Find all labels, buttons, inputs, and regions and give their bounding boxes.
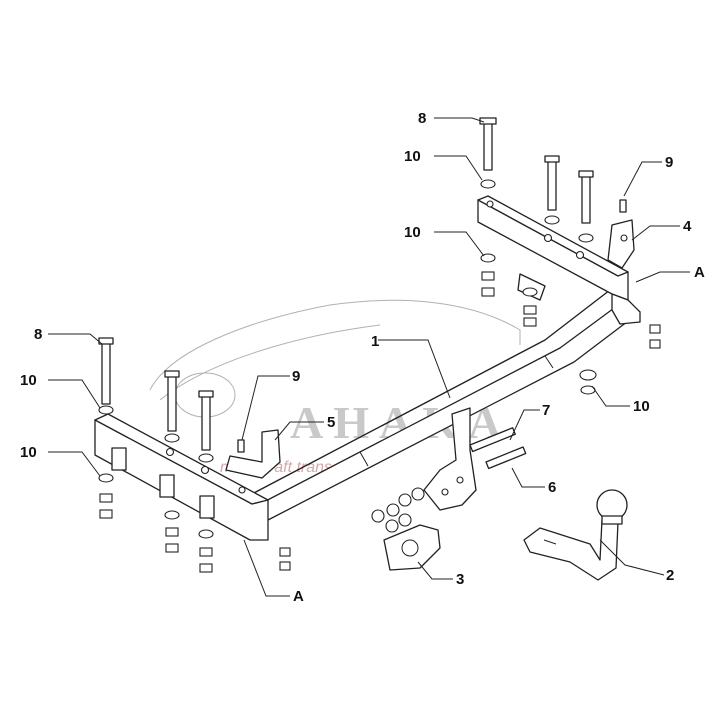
callout-10-right-low: 10 [633, 398, 650, 415]
socket-plate [383, 524, 441, 571]
callout-2: 2 [666, 567, 674, 584]
callout-5: 5 [327, 414, 335, 431]
callout-a-left: A [293, 588, 304, 605]
bracket-right [607, 219, 635, 269]
leader-lines [48, 117, 690, 597]
callout-8-left: 8 [34, 326, 42, 343]
right-side-member [477, 195, 641, 325]
callout-1: 1 [371, 333, 379, 350]
callout-4: 4 [683, 218, 692, 235]
left-side-member [94, 413, 269, 541]
callout-10-right-top: 10 [404, 148, 421, 165]
callout-9-right: 9 [665, 154, 673, 171]
bolt-set-left [98, 337, 291, 573]
tow-ball [523, 489, 628, 581]
callout-6: 6 [548, 479, 556, 496]
source-watermark: allegro.pl [4, 703, 53, 717]
callout-10-left-top: 10 [20, 372, 37, 389]
callout-10-right-mid: 10 [404, 224, 421, 241]
bolt-set-right [479, 117, 661, 395]
callout-10-left-low: 10 [20, 444, 37, 461]
callout-9-left: 9 [292, 368, 300, 385]
bracket-right-hole [620, 234, 628, 242]
hitch-bolts [469, 427, 527, 470]
callout-3: 3 [456, 571, 464, 588]
callout-a-right: A [694, 264, 705, 281]
hitch-mount-plate [423, 407, 477, 511]
callout-7: 7 [542, 402, 550, 419]
hitch-nuts-group [371, 487, 425, 533]
callout-8-right: 8 [418, 110, 426, 127]
